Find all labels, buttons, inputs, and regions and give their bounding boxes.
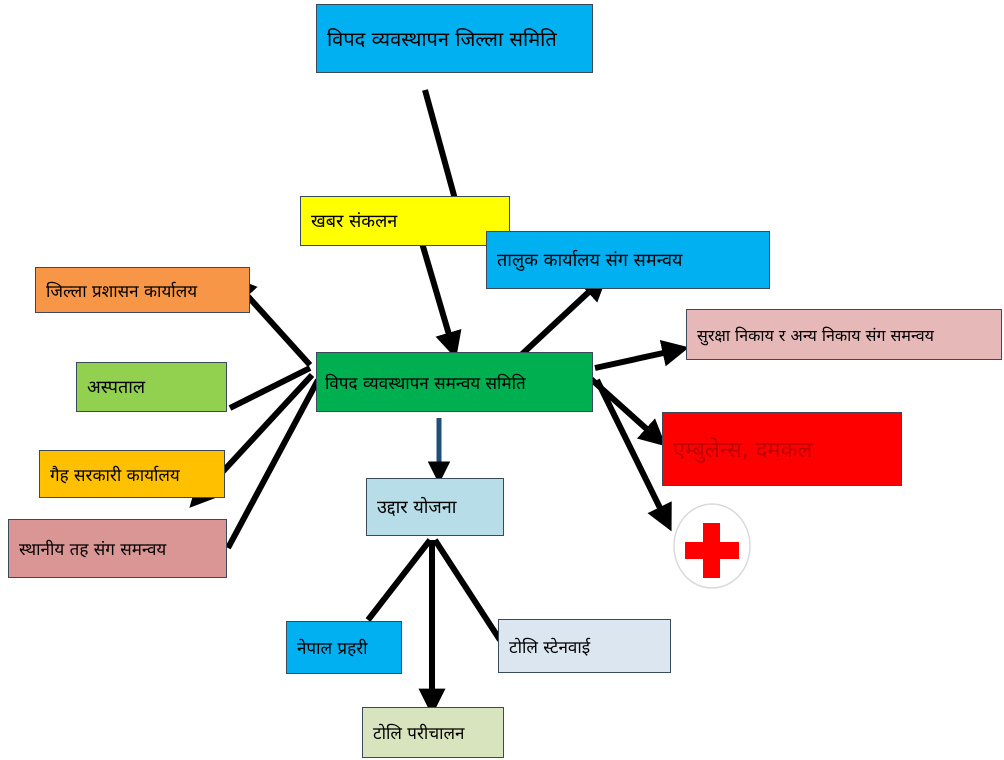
taluk-office-label: तालुक कार्यालय संग समन्वय [497, 250, 683, 271]
rescue-plan-box: उद्दार योजना [366, 478, 504, 536]
coordination-committee-label: विपद व्यवस्थापन समन्वय समिति [325, 373, 526, 394]
team-standby-label: टोलि स्टेनवाई [509, 637, 591, 658]
arrow-rescue-to-police [365, 538, 433, 622]
arrow-to-hospital [228, 365, 312, 411]
local-level-label: स्थानीय तह संग समन्वय [19, 540, 167, 560]
hospital-label: अस्पताल [87, 377, 146, 398]
arrow-to-district-admin [229, 275, 313, 368]
team-operation-box: टोलि परीचालन [362, 707, 504, 758]
arrow-rescue-to-standby [432, 538, 503, 642]
news-collection-label: खबर संकलन [311, 211, 398, 232]
hospital-box: अस्पताल [76, 362, 227, 412]
rescue-plan-label: उद्दार योजना [377, 497, 457, 518]
taluk-office-box: तालुक कार्यालय संग समन्वय [486, 231, 770, 289]
district-committee-box: विपद व्यवस्थापन जिल्ला समिति [316, 4, 593, 73]
team-operation-label: टोलि परीचालन [373, 724, 465, 744]
nepal-police-label: नेपाल प्रहरी [297, 639, 368, 659]
arrow-news-to-coordination [419, 242, 462, 359]
local-level-box: स्थानीय तह संग समन्वय [8, 519, 227, 578]
security-bodies-box: सुरक्षा निकाय र अन्य निकाय संग समन्वय [686, 309, 1002, 360]
news-collection-box: खबर संकलन [300, 196, 510, 246]
team-standby-box: टोलि स्टेनवाई [498, 619, 671, 673]
security-bodies-label: सुरक्षा निकाय र अन्य निकाय संग समन्वय [697, 325, 934, 345]
nepal-police-box: नेपाल प्रहरी [286, 621, 402, 674]
ngo-office-box: गैह सरकारी कार्यालय [39, 450, 225, 498]
coordination-committee-box: विपद व्यवस्थापन समन्वय समिति [316, 352, 593, 412]
ngo-office-label: गैह सरकारी कार्यालय [50, 465, 180, 486]
arrow-to-security [594, 339, 690, 371]
ambulance-label: एम्बुलेन्स, दमकल [673, 438, 813, 463]
district-admin-box: जिल्ला प्रशासन कार्यालय [35, 267, 250, 313]
arrow-to-redcross [594, 378, 672, 532]
district-admin-label: जिल्ला प्रशासन कार्यालय [46, 281, 198, 302]
ambulance-box: एम्बुलेन्स, दमकल [662, 412, 902, 486]
red-cross-icon [673, 503, 751, 589]
arrow-to-local [225, 378, 321, 550]
district-committee-label: विपद व्यवस्थापन जिल्ला समिति [327, 27, 557, 51]
arrow-committee-to-news [422, 89, 470, 231]
